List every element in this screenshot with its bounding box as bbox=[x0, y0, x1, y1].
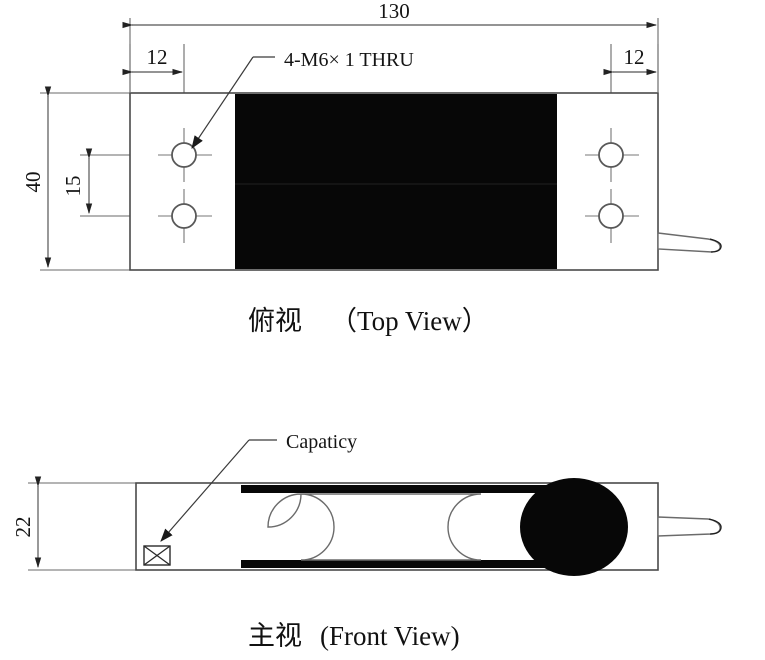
top-view-hole-upper-right bbox=[585, 128, 639, 182]
top-view-group: 130 12 12 40 15 bbox=[21, 0, 722, 337]
front-view-flexure-cutout bbox=[267, 493, 482, 561]
front-view-bottom-strip bbox=[241, 560, 568, 568]
hole-ur-circle bbox=[598, 142, 624, 168]
dim-label-left-inset: 12 bbox=[147, 45, 168, 69]
top-view-hole-lower-right bbox=[585, 189, 639, 243]
front-view-top-strip bbox=[241, 485, 568, 493]
front-view-caption-en: (Front View) bbox=[320, 621, 460, 651]
front-view-cable-tip bbox=[708, 518, 722, 535]
dim-label-overall-width: 40 bbox=[21, 172, 45, 193]
capacity-callout-label: Capaticy bbox=[286, 431, 357, 453]
hole-ll-circle bbox=[171, 203, 197, 229]
capacity-callout-arrow bbox=[160, 439, 250, 542]
thread-callout-arrow bbox=[191, 56, 254, 149]
dim-label-overall-height: 22 bbox=[11, 517, 35, 538]
top-view-hole-lower-left bbox=[158, 189, 212, 243]
dim-label-right-inset: 12 bbox=[624, 45, 645, 69]
top-view-cable bbox=[657, 232, 722, 253]
top-view-cable-body bbox=[657, 232, 721, 253]
front-view-sealed-boss bbox=[520, 478, 628, 576]
dim-label-hole-spacing: 15 bbox=[61, 176, 85, 197]
capacity-marking-box bbox=[143, 545, 171, 566]
front-view-caption-cjk: 主视 bbox=[248, 621, 302, 652]
dim-label-overall-length: 130 bbox=[378, 0, 410, 23]
capacity-box-x2 bbox=[143, 545, 171, 566]
front-view-group: 22 Capaticy 主视 (Front View) bbox=[11, 431, 722, 652]
thread-callout-label: 4-M6× 1 THRU bbox=[284, 49, 414, 71]
capacity-callout-leader bbox=[160, 439, 277, 542]
top-view-caption-en: （Top View） bbox=[330, 306, 489, 336]
top-view-sealed-region bbox=[235, 94, 557, 269]
thread-callout-leader bbox=[191, 56, 275, 149]
hole-ul-circle bbox=[171, 142, 197, 168]
front-view-cable bbox=[657, 516, 722, 537]
hole-lr-circle bbox=[598, 203, 624, 229]
top-view-hole-upper-left bbox=[158, 128, 212, 182]
top-view-caption-cjk: 俯视 bbox=[248, 306, 302, 337]
top-view-cable-tip bbox=[709, 238, 722, 253]
